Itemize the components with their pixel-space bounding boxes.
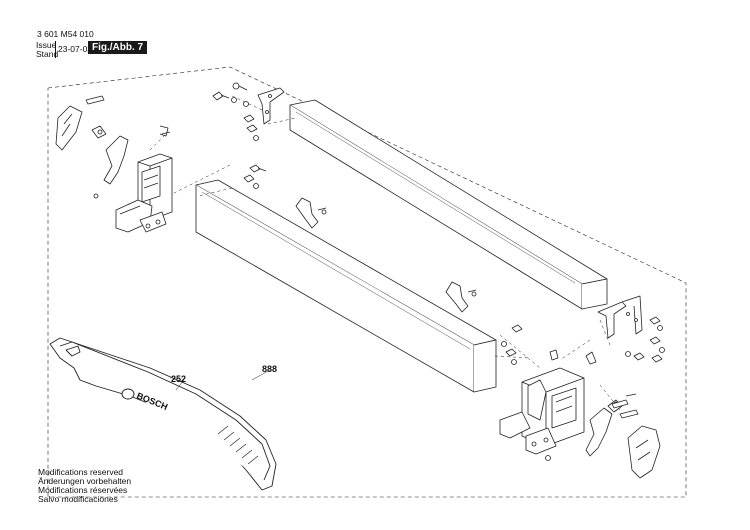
footer-notice: Modifications reserved Änderungen vorbeh… [38, 468, 131, 504]
figure-label: Fig./Abb. 7 [88, 41, 148, 54]
issue-date: 23-07-03 [58, 44, 93, 54]
front-rail [195, 179, 497, 393]
document-number: 3 601 M54 010 [37, 29, 94, 39]
callout-252: 252 [171, 374, 186, 384]
screw-set-right [501, 316, 665, 365]
left-spring-clip [91, 125, 129, 185]
right-spring-clip [585, 393, 637, 457]
left-clamp-assembly [115, 125, 173, 233]
back-rail-end-bracket [257, 87, 285, 125]
assembly-boundary [47, 66, 687, 498]
back-rail [289, 99, 608, 310]
footer-line-fr: Modifications réservées [38, 485, 128, 495]
rail-mount-bracket-upper [295, 197, 327, 229]
left-lever-handle [55, 95, 105, 199]
stand-label: Stand [36, 49, 59, 59]
issue-divider [55, 41, 56, 58]
right-lever-handle [611, 399, 661, 479]
right-end-bracket [597, 295, 643, 339]
right-clamp-assembly [499, 367, 585, 461]
footer-line-en: Modifications reserved [38, 467, 124, 477]
screw-set-upper-left [212, 82, 267, 189]
blade-guard [49, 337, 277, 491]
issue-label: Issue [36, 40, 57, 50]
rail-mount-bracket-lower [445, 281, 477, 313]
callout-888: 888 [262, 364, 277, 374]
leader-lines [175, 369, 271, 391]
footer-line-es: Salvo modificaciones [38, 494, 118, 504]
footer-line-de: Änderungen vorbehalten [38, 476, 132, 486]
